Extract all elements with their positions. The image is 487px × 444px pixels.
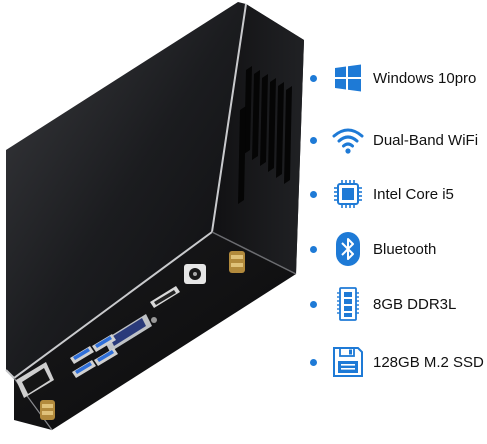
mini-pc-device (5, 2, 304, 431)
cpu-icon (331, 177, 365, 211)
antenna-connector (229, 251, 245, 273)
feature-label: Windows 10pro (373, 69, 477, 87)
feature-label: Intel Core i5 (373, 185, 454, 203)
bullet-dot (310, 74, 317, 82)
feature-wifi: Dual-Band WiFi (305, 120, 487, 160)
product-image (5, 2, 304, 431)
feature-windows: Windows 10pro (305, 58, 487, 98)
ethernet-port (16, 362, 54, 398)
feature-ram: 8GB DDR3L (305, 284, 487, 324)
ssd-icon (331, 345, 365, 379)
ram-icon (331, 287, 365, 321)
wifi-icon (331, 123, 365, 157)
feature-bluetooth: Bluetooth (305, 229, 487, 269)
feature-label: 128GB M.2 SSD (373, 353, 484, 371)
bullet-dot (310, 245, 317, 253)
feature-cpu: Intel Core i5 (305, 174, 487, 214)
bullet-dot (310, 300, 317, 308)
antenna-connector-left (40, 400, 55, 420)
bluetooth-icon (331, 232, 365, 266)
bullet-dot (310, 190, 317, 198)
hdmi-port (150, 286, 180, 308)
bullet-dot (310, 358, 317, 366)
feature-label: Dual-Band WiFi (373, 131, 479, 149)
power-jack (184, 264, 206, 284)
feature-list: Windows 10pro Dual-Band WiFi (305, 0, 487, 439)
feature-label: 8GB DDR3L (373, 295, 457, 313)
feature-ssd: 128GB M.2 SSD (305, 342, 487, 382)
feature-label: Bluetooth (373, 240, 437, 258)
windows-logo-icon (331, 61, 365, 95)
device-top-face (6, 2, 246, 378)
bullet-dot (310, 136, 317, 144)
device-front-face (14, 232, 296, 430)
vent-grille (238, 66, 292, 204)
usb-ports (70, 334, 118, 378)
